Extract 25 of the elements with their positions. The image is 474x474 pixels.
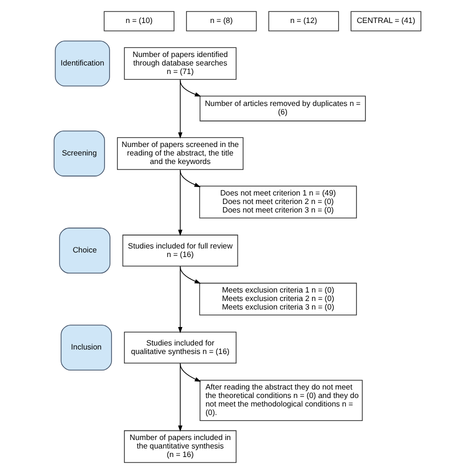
arrow bbox=[178, 266, 182, 334]
node-box: Does not meet criterion 1 n = (49) Does not meet criterion 2 n = (0) Does not meet criterion 3 n = (0) bbox=[198, 186, 356, 218]
node-box: Number of papers included in the quantitative synthesis (n = 16) bbox=[123, 430, 236, 463]
node-box: Inclusion bbox=[60, 324, 112, 371]
arrow bbox=[178, 79, 182, 139]
arrow bbox=[179, 170, 200, 188]
node-box: n = (12) bbox=[268, 11, 338, 32]
arrow bbox=[179, 266, 200, 284]
node-box: Studies included for qualitative synthesis n = (16) bbox=[123, 332, 236, 364]
node-box: Number of articles removed by duplicates n = (6) bbox=[199, 96, 366, 122]
node-box: Screening bbox=[53, 130, 104, 176]
node-box: After reading the abstract they do not meet the theoretical conditions n = (0) and they do not meet the methodological conditions n = (0). bbox=[199, 380, 362, 421]
node-box: CENTRAL = (41) bbox=[350, 11, 421, 32]
arrow bbox=[178, 169, 182, 236]
arrow bbox=[179, 364, 201, 382]
node-box: Identification bbox=[54, 40, 110, 86]
node-box: Number of papers identified through database searches n = (71) bbox=[123, 47, 236, 80]
arrow bbox=[179, 80, 201, 96]
node-box: Studies included for full review n = (16) bbox=[122, 234, 238, 266]
node-box: n = (8) bbox=[186, 11, 256, 32]
arrow bbox=[178, 362, 182, 432]
node-box: Number of papers screened in the reading of the abstract, the title and the keywords bbox=[116, 137, 244, 170]
node-box: n = (10) bbox=[103, 11, 174, 32]
node-box: Meets exclusion criteria 1 n = (0) Meets exclusion criteria 2 n = (0) Meets exclusion criteria 3 n = (0) bbox=[198, 282, 356, 316]
node-box: Choice bbox=[58, 228, 110, 274]
